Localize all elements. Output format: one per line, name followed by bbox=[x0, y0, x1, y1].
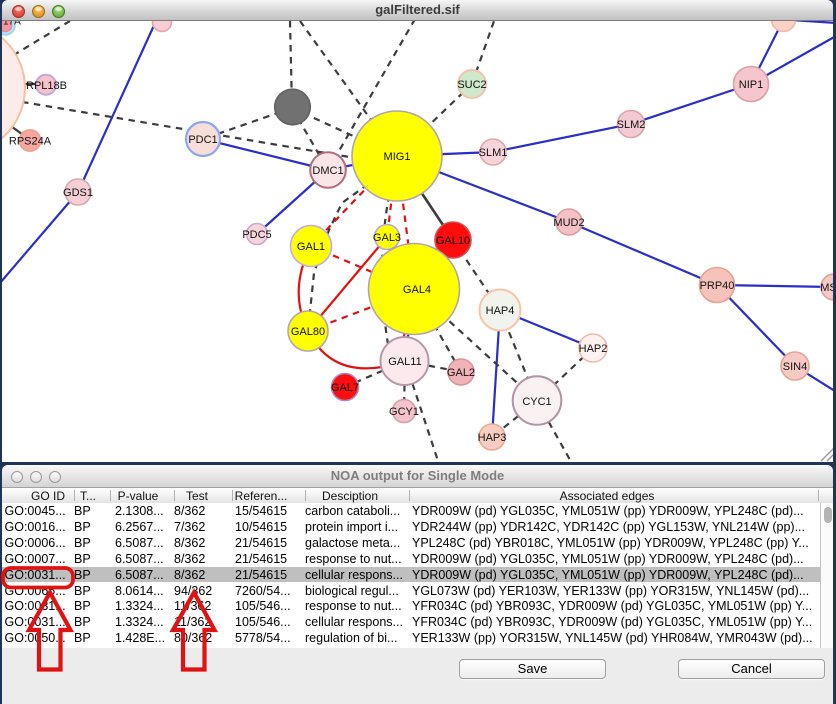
svg-text:GAL4: GAL4 bbox=[403, 284, 431, 296]
svg-text:GAL1: GAL1 bbox=[297, 241, 325, 253]
svg-text:SIN4: SIN4 bbox=[783, 361, 807, 373]
svg-text:GCY1: GCY1 bbox=[389, 406, 419, 418]
svg-text:PRP40: PRP40 bbox=[700, 280, 735, 292]
svg-text:GAL7: GAL7 bbox=[331, 382, 359, 394]
svg-text:GAL80: GAL80 bbox=[291, 326, 325, 338]
svg-text:GAL11: GAL11 bbox=[388, 356, 421, 368]
svg-text:17A: 17A bbox=[3, 17, 21, 28]
svg-text:GAL10: GAL10 bbox=[436, 235, 470, 247]
svg-text:PDC5: PDC5 bbox=[242, 229, 271, 241]
svg-text:CYC1: CYC1 bbox=[522, 396, 551, 408]
svg-text:GAL2: GAL2 bbox=[447, 367, 475, 379]
svg-text:RPS24A: RPS24A bbox=[9, 136, 52, 148]
svg-text:NIP1: NIP1 bbox=[739, 79, 763, 91]
svg-text:HAP3: HAP3 bbox=[478, 432, 507, 444]
svg-text:SLM1: SLM1 bbox=[479, 147, 508, 159]
svg-text:HAP2: HAP2 bbox=[579, 343, 608, 355]
svg-text:HAP4: HAP4 bbox=[486, 305, 515, 317]
svg-text:SUC2: SUC2 bbox=[457, 79, 486, 91]
svg-text:GDS1: GDS1 bbox=[63, 187, 93, 199]
svg-text:MUD2: MUD2 bbox=[553, 217, 584, 229]
svg-text:PDC1: PDC1 bbox=[188, 134, 217, 146]
svg-text:MSI: MSI bbox=[820, 282, 833, 294]
svg-text:DMC1: DMC1 bbox=[312, 165, 343, 177]
svg-text:RPL18B: RPL18B bbox=[26, 80, 67, 92]
svg-text:MIG1: MIG1 bbox=[384, 151, 411, 163]
svg-text:GAL3: GAL3 bbox=[373, 232, 401, 244]
svg-text:SLM2: SLM2 bbox=[617, 119, 646, 131]
